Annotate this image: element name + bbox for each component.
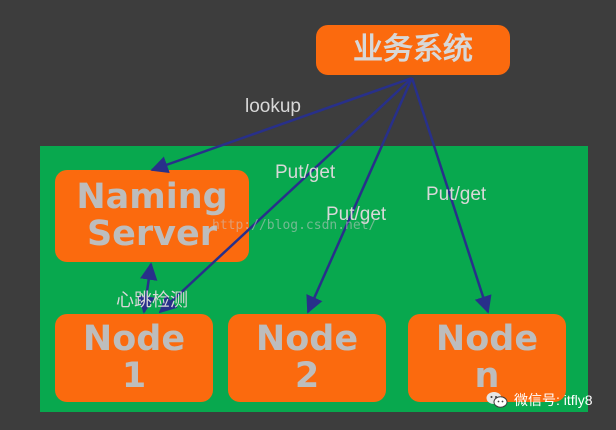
put-get-label-1: Put/get bbox=[275, 162, 336, 183]
arrow-heartbeat bbox=[137, 262, 158, 314]
wechat-icon bbox=[486, 392, 508, 408]
business-system-box: 业务系统 bbox=[316, 25, 510, 75]
lookup-label: lookup bbox=[245, 96, 301, 117]
naming-server-box: Naming Server bbox=[55, 170, 249, 262]
node-2-box: Node 2 bbox=[228, 314, 386, 402]
put-get-label-2: Put/get bbox=[326, 204, 387, 225]
arrow-put-get-node2 bbox=[306, 77, 414, 314]
arrow-put-get-node1 bbox=[158, 77, 413, 314]
node-n-box: Node n bbox=[408, 314, 566, 402]
put-get-label-3: Put/get bbox=[426, 184, 487, 205]
node-1-box: Node 1 bbox=[55, 314, 213, 402]
wechat-badge: 微信号: itfly8 bbox=[486, 390, 593, 410]
arrow-put-get-noden bbox=[410, 77, 492, 314]
wechat-id-text: 微信号: itfly8 bbox=[514, 392, 593, 408]
heartbeat-label: 心跳检测 bbox=[116, 290, 188, 310]
arrow-lookup bbox=[150, 76, 413, 173]
watermark: http://blog.csdn.net/ bbox=[212, 218, 377, 233]
